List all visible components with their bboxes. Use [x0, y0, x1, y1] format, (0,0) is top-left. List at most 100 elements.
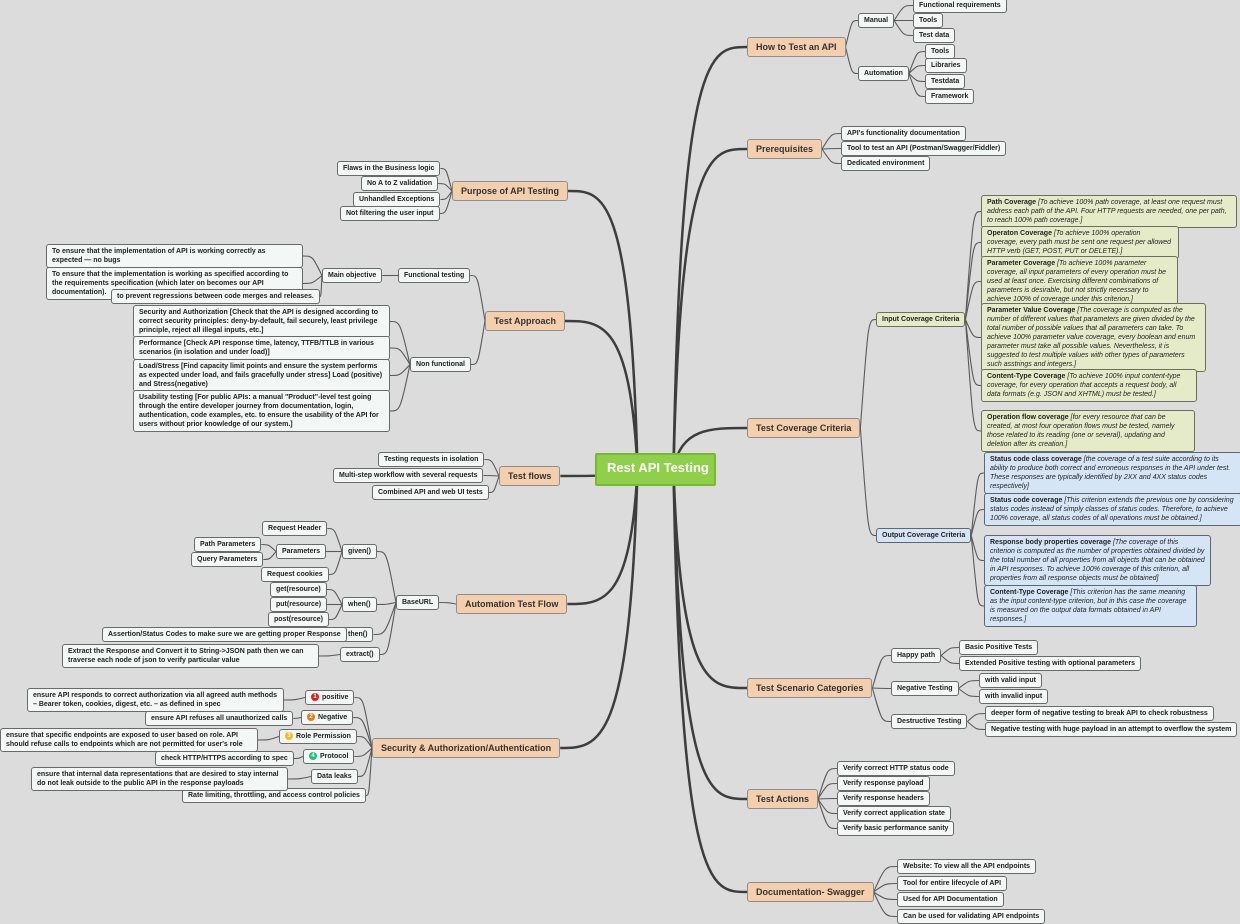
- node[interactable]: Test data: [913, 28, 956, 43]
- node[interactable]: Not filtering the user input: [340, 206, 440, 221]
- node-input-coverage[interactable]: Input Coverage Criteria: [876, 312, 966, 327]
- node-negative-testing[interactable]: Negative Testing: [891, 681, 959, 696]
- coverage-item[interactable]: Response body properties coverage [The c…: [984, 535, 1211, 586]
- node[interactable]: get(resource): [270, 582, 327, 597]
- connector-s1: [873, 865, 898, 893]
- node-main-objective[interactable]: Main objective: [322, 268, 383, 283]
- coverage-item[interactable]: Parameter Coverage [To achieve 100% para…: [981, 256, 1178, 307]
- node[interactable]: Load/Stress [Find capacity limit points …: [133, 359, 390, 392]
- node[interactable]: Tools: [913, 13, 944, 28]
- node[interactable]: Unhandled Exceptions: [353, 192, 441, 207]
- node[interactable]: Flaws in the Business logic: [337, 161, 441, 176]
- node-non-functional[interactable]: Non functional: [410, 357, 471, 372]
- node[interactable]: Request cookies: [261, 567, 329, 582]
- node[interactable]: Multi-step workflow with several request…: [333, 468, 484, 483]
- node[interactable]: Request Header: [262, 521, 328, 536]
- node-parameters[interactable]: Parameters: [276, 544, 327, 559]
- node[interactable]: Performance [Check API response time, la…: [133, 336, 390, 360]
- topic-documentation-swagger[interactable]: Documentation- Swagger: [747, 882, 874, 902]
- node[interactable]: Verify basic performance sanity: [837, 821, 955, 836]
- node[interactable]: Tool to test an API (Postman/Swagger/Fid…: [841, 141, 1007, 156]
- node[interactable]: Negative testing with huge payload in an…: [985, 722, 1238, 737]
- coverage-item[interactable]: Content-Type Coverage [This criterion ha…: [984, 585, 1197, 627]
- node-destructive-testing[interactable]: Destructive Testing: [891, 714, 968, 729]
- coverage-item[interactable]: Operaton Coverage [To achieve 100% opera…: [981, 226, 1179, 259]
- node-baseurl[interactable]: BaseURL: [396, 595, 440, 610]
- node[interactable]: API's functionality documentation: [841, 126, 966, 141]
- node-when[interactable]: when(): [342, 597, 377, 612]
- node[interactable]: ensure API responds to correct authoriza…: [27, 688, 284, 712]
- node[interactable]: Tools: [925, 44, 956, 59]
- node[interactable]: Basic Positive Tests: [959, 640, 1039, 655]
- node[interactable]: Extract the Response and Convert it to S…: [62, 644, 319, 668]
- coverage-item[interactable]: Parameter Value Coverage [The coverage i…: [981, 303, 1206, 372]
- topic-security[interactable]: Security & Authorization/Authentication: [372, 738, 561, 758]
- node[interactable]: Verify response payload: [837, 776, 930, 791]
- coverage-item[interactable]: Status code coverage [This criterion ext…: [984, 493, 1240, 526]
- coverage-item[interactable]: Content-Type Coverage [To achieve 100% i…: [981, 369, 1197, 402]
- node-automation[interactable]: Automation: [858, 66, 909, 81]
- node[interactable]: Assertion/Status Codes to make sure we a…: [102, 627, 347, 642]
- node[interactable]: Testdata: [925, 74, 966, 89]
- node[interactable]: Extended Positive testing with optional …: [959, 656, 1141, 671]
- node[interactable]: Functional requirements: [913, 0, 1007, 13]
- coverage-item[interactable]: Path Coverage [To achieve 100% path cove…: [981, 195, 1237, 228]
- node[interactable]: Verify correct application state: [837, 806, 951, 821]
- node[interactable]: with valid input: [979, 673, 1042, 688]
- node[interactable]: Path Parameters: [194, 537, 262, 552]
- node[interactable]: Verify response headers: [837, 791, 930, 806]
- node[interactable]: to prevent regressions between code merg…: [111, 289, 320, 304]
- node[interactable]: ensure that specific endpoints are expos…: [0, 728, 258, 752]
- connector-mo3: [319, 275, 323, 298]
- node[interactable]: post(resource): [268, 612, 330, 627]
- node[interactable]: No A to Z validation: [361, 176, 439, 191]
- node[interactable]: with invalid input: [979, 689, 1049, 704]
- node-extract[interactable]: extract(): [340, 647, 380, 662]
- node[interactable]: Testing requests in isolation: [378, 452, 485, 467]
- node-given[interactable]: given(): [342, 544, 377, 559]
- node[interactable]: Framework: [925, 89, 975, 104]
- node[interactable]: Verify correct HTTP status code: [837, 761, 955, 776]
- node-output-coverage[interactable]: Output Coverage Criteria: [876, 528, 972, 543]
- node[interactable]: Used for API Documentation: [897, 892, 1004, 907]
- connector-w1: [326, 588, 343, 605]
- priority-2-icon: 2: [307, 713, 315, 722]
- topic-purpose[interactable]: Purpose of API Testing: [452, 181, 569, 201]
- node[interactable]: ensure that internal data representation…: [31, 767, 288, 791]
- node[interactable]: deeper form of negative testing to break…: [985, 706, 1214, 721]
- node[interactable]: Security and Authorization [Check that t…: [133, 305, 390, 338]
- node[interactable]: Query Parameters: [191, 552, 264, 567]
- coverage-item[interactable]: Status code class coverage [the coverage…: [984, 452, 1240, 494]
- node-functional-testing[interactable]: Functional testing: [398, 268, 471, 283]
- node-data-leaks[interactable]: Data leaks: [311, 769, 358, 784]
- topic-test-coverage-criteria[interactable]: Test Coverage Criteria: [747, 418, 861, 438]
- node[interactable]: Combined API and web UI tests: [372, 485, 489, 500]
- node[interactable]: put(resource): [270, 597, 328, 612]
- topic-prerequisites[interactable]: Prerequisites: [747, 139, 823, 159]
- node-then[interactable]: then(): [342, 627, 374, 642]
- topic-test-approach[interactable]: Test Approach: [485, 311, 566, 331]
- topic-automation-test-flow[interactable]: Automation Test Flow: [456, 594, 568, 614]
- node[interactable]: Website: To view all the API endpoints: [897, 859, 1037, 874]
- node[interactable]: Dedicated environment: [841, 156, 931, 171]
- node[interactable]: Libraries: [925, 58, 967, 73]
- node[interactable]: Can be used for validating API endpoints: [897, 909, 1046, 924]
- topic-test-actions[interactable]: Test Actions: [747, 789, 819, 809]
- topic-how-to-test[interactable]: How to Test an API: [747, 37, 846, 57]
- node[interactable]: ensure API refuses all unauthorized call…: [145, 711, 294, 726]
- topic-test-scenario-categories[interactable]: Test Scenario Categories: [747, 678, 873, 698]
- coverage-item[interactable]: Operation flow coverage [for every resou…: [981, 410, 1195, 452]
- node-manual[interactable]: Manual: [858, 13, 895, 28]
- node[interactable]: To ensure that the implementation of API…: [46, 244, 303, 268]
- node[interactable]: Usability testing [For public APIs: a ma…: [133, 390, 390, 432]
- topic-test-flows[interactable]: Test flows: [499, 466, 561, 486]
- node-happy-path[interactable]: Happy path: [891, 648, 942, 663]
- node[interactable]: Tool for entire lifecycle of API: [897, 876, 1008, 891]
- node[interactable]: check HTTP/HTTPS according to spec: [155, 751, 294, 766]
- central-topic[interactable]: Rest API Testing: [595, 453, 716, 486]
